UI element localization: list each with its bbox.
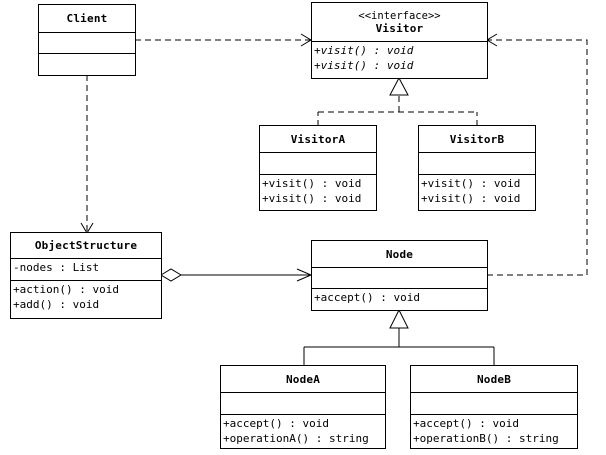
class-visitor-header: <<interface>> Visitor	[312, 3, 487, 41]
class-visitor-name: Visitor	[375, 21, 424, 35]
class-object-structure-attributes: -nodes : List	[11, 258, 161, 280]
class-visitor-a-name: VisitorA	[290, 132, 346, 146]
class-node-name: Node	[385, 247, 414, 261]
class-node-a-attributes	[221, 392, 385, 414]
class-node-b-attributes	[411, 392, 577, 414]
class-visitor-b-operation: +visit() : void	[421, 192, 521, 205]
class-object-structure-header: ObjectStructure	[11, 233, 161, 258]
class-node-a-name: NodeA	[285, 372, 321, 386]
class-node-attributes	[312, 267, 487, 288]
class-node-a-operations: +accept() : void +operationA() : string	[221, 414, 385, 448]
class-visitor-b-operation: +visit() : void	[421, 177, 521, 190]
visitors-realization	[317, 76, 478, 126]
class-visitor-operation: +visit() : void	[314, 44, 414, 57]
class-visitor-stereotype: <<interface>>	[358, 9, 441, 22]
class-object-structure-operations: +action() : void +add() : void	[11, 280, 161, 318]
class-visitor-a-operations: +visit() : void +visit() : void	[260, 174, 376, 210]
nodes-generalization	[303, 308, 495, 366]
class-node-b-operation: +accept() : void	[413, 417, 519, 430]
class-node: Node +accept() : void	[311, 240, 488, 311]
class-node-a-header: NodeA	[221, 366, 385, 392]
class-node-b-operations: +accept() : void +operationB() : string	[411, 414, 577, 448]
class-node-a-operation: +operationA() : string	[223, 432, 369, 445]
client-to-objectstructure-dependency	[80, 75, 94, 234]
class-object-structure-name: ObjectStructure	[34, 239, 138, 252]
client-to-visitor-dependency	[135, 33, 312, 47]
class-visitor-a-operation: +visit() : void	[262, 177, 362, 190]
class-visitor-a-operation: +visit() : void	[262, 192, 362, 205]
class-client-operations	[39, 53, 135, 75]
class-visitor-operation: +visit() : void	[314, 59, 414, 72]
class-visitor-a: VisitorA +visit() : void +visit() : void	[259, 125, 377, 211]
objectstructure-to-node-aggregation	[160, 268, 313, 282]
class-visitor-b-operations: +visit() : void +visit() : void	[419, 174, 535, 210]
class-visitor-b-attributes	[419, 152, 535, 174]
class-client-header: Client	[39, 5, 135, 32]
class-node-a-operation: +accept() : void	[223, 417, 329, 430]
class-visitor-operations: +visit() : void +visit() : void	[312, 41, 487, 78]
class-visitor-a-header: VisitorA	[260, 126, 376, 152]
class-visitor-b-header: VisitorB	[419, 126, 535, 152]
class-object-structure: ObjectStructure -nodes : List +action() …	[10, 232, 162, 319]
class-node-operation: +accept() : void	[314, 291, 420, 304]
class-node-b-name: NodeB	[476, 372, 512, 386]
class-node-header: Node	[312, 241, 487, 267]
class-object-structure-operation: +action() : void	[13, 283, 119, 296]
class-visitor-b-name: VisitorB	[449, 132, 505, 146]
class-visitor: <<interface>> Visitor +visit() : void +v…	[311, 2, 488, 79]
class-client-name: Client	[66, 12, 108, 25]
class-visitor-b: VisitorB +visit() : void +visit() : void	[418, 125, 536, 211]
class-node-operations: +accept() : void	[312, 288, 487, 310]
class-object-structure-operation: +add() : void	[13, 298, 100, 311]
class-visitor-a-attributes	[260, 152, 376, 174]
class-object-structure-attribute: -nodes : List	[13, 261, 100, 274]
class-client-attributes	[39, 32, 135, 53]
class-node-b-operation: +operationB() : string	[413, 432, 559, 445]
class-node-b: NodeB +accept() : void +operationB() : s…	[410, 365, 578, 449]
class-node-a: NodeA +accept() : void +operationA() : s…	[220, 365, 386, 449]
class-client: Client	[38, 4, 136, 76]
class-node-b-header: NodeB	[411, 366, 577, 392]
